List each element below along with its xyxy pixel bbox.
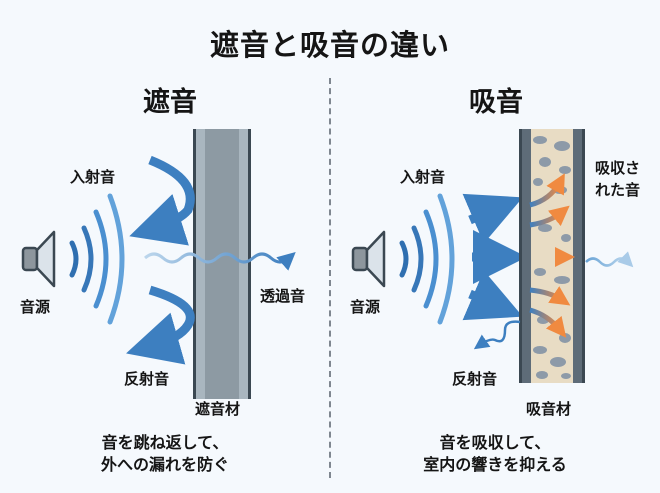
left-incident-label: 入射音 bbox=[70, 168, 116, 186]
right-reflected-label: 反射音 bbox=[452, 370, 498, 388]
absorbing-material-label: 吸音材 bbox=[526, 400, 572, 418]
sound-absorbing-material bbox=[519, 129, 585, 383]
left-sound-waves-icon bbox=[69, 193, 125, 325]
transmitted-wave-icon bbox=[144, 252, 296, 271]
sound-insulation-wall bbox=[193, 129, 251, 399]
left-caption: 音を跳ね返して、 外への漏れを防ぐ bbox=[15, 432, 315, 476]
right-incident-label: 入射音 bbox=[400, 168, 446, 186]
right-speaker-icon bbox=[351, 230, 386, 288]
left-reflection-arrows-icon bbox=[126, 155, 195, 365]
transmitted-label: 透過音 bbox=[260, 287, 306, 305]
insulation-material-label: 遮音材 bbox=[195, 400, 241, 418]
weak-reflection-wave-icon bbox=[473, 320, 521, 350]
left-speaker-icon bbox=[21, 230, 56, 288]
right-sound-waves-icon bbox=[399, 193, 455, 325]
right-caption-line1: 音を吸収して、 bbox=[439, 433, 551, 452]
weak-transmitted-wave-icon bbox=[585, 251, 634, 268]
right-source-label: 音源 bbox=[350, 298, 381, 316]
right-caption-line2: 室内の響きを抑える bbox=[423, 455, 567, 474]
left-caption-line2: 外への漏れを防ぐ bbox=[100, 455, 229, 474]
absorbed-label-line2: れた音 bbox=[595, 181, 641, 199]
absorbed-label: 吸収さ れた音 bbox=[595, 157, 640, 201]
left-caption-line1: 音を跳ね返して、 bbox=[101, 433, 229, 452]
right-panel-heading: 吸音 bbox=[469, 87, 523, 118]
page-title: 遮音と吸音の違い bbox=[209, 28, 450, 62]
right-caption: 音を吸収して、 室内の響きを抑える bbox=[345, 432, 645, 476]
absorbed-label-line1: 吸収さ bbox=[595, 159, 641, 177]
left-reflected-label: 反射音 bbox=[124, 370, 170, 388]
left-panel-heading: 遮音 bbox=[143, 87, 197, 118]
center-divider bbox=[329, 78, 331, 478]
right-incident-arrows-icon bbox=[462, 193, 527, 321]
left-source-label: 音源 bbox=[20, 298, 51, 316]
